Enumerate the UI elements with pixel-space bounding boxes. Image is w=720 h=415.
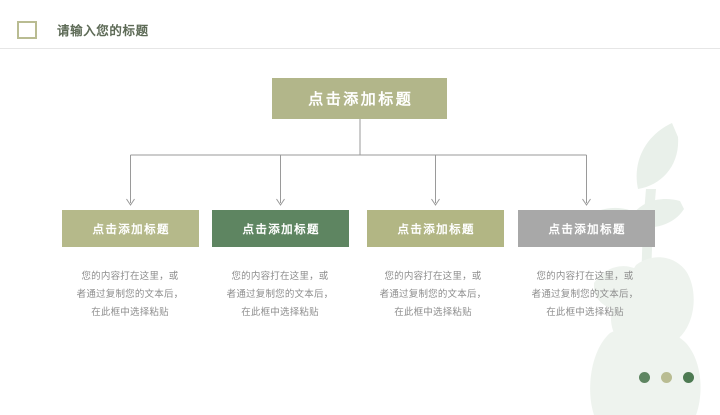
caption-line: 您的内容打在这里，或: [81, 271, 179, 282]
caption-line: 在此框中选择粘贴: [241, 307, 319, 318]
slide-header: 请输入您的标题: [17, 20, 149, 39]
child-node-1-caption[interactable]: 您的内容打在这里，或 者通过复制您的文本后， 在此框中选择粘贴: [55, 268, 205, 322]
caption-line: 在此框中选择粘贴: [546, 307, 624, 318]
child-node-3-caption[interactable]: 您的内容打在这里，或 者通过复制您的文本后， 在此框中选择粘贴: [358, 268, 508, 322]
progress-dot-3[interactable]: [683, 372, 694, 383]
child-node-4[interactable]: 点击添加标题: [518, 210, 655, 247]
child-node-3[interactable]: 点击添加标题: [367, 210, 504, 247]
header-divider: [0, 48, 720, 49]
slide-progress-dots: [639, 372, 694, 383]
caption-line: 者通过复制您的文本后，: [226, 289, 334, 300]
caption-line: 您的内容打在这里，或: [384, 271, 482, 282]
child-node-2[interactable]: 点击添加标题: [212, 210, 349, 247]
child-node-1[interactable]: 点击添加标题: [62, 210, 199, 247]
child-node-3-label: 点击添加标题: [397, 223, 475, 236]
child-node-4-caption[interactable]: 您的内容打在这里，或 者通过复制您的文本后， 在此框中选择粘贴: [510, 268, 660, 322]
progress-dot-2[interactable]: [661, 372, 672, 383]
caption-line: 者通过复制您的文本后，: [379, 289, 487, 300]
child-node-2-label: 点击添加标题: [242, 223, 320, 236]
caption-line: 者通过复制您的文本后，: [76, 289, 184, 300]
caption-line: 您的内容打在这里，或: [536, 271, 634, 282]
root-node[interactable]: 点击添加标题: [272, 78, 447, 119]
child-node-4-label: 点击添加标题: [548, 223, 626, 236]
caption-line: 在此框中选择粘贴: [91, 307, 169, 318]
caption-line: 者通过复制您的文本后，: [531, 289, 639, 300]
child-node-2-caption[interactable]: 您的内容打在这里，或 者通过复制您的文本后， 在此框中选择粘贴: [205, 268, 355, 322]
root-node-label: 点击添加标题: [308, 91, 414, 108]
square-outline-icon: [17, 20, 37, 39]
caption-line: 您的内容打在这里，或: [231, 271, 329, 282]
child-node-1-label: 点击添加标题: [92, 223, 170, 236]
caption-line: 在此框中选择粘贴: [394, 307, 472, 318]
page-title: 请输入您的标题: [57, 24, 149, 38]
progress-dot-1[interactable]: [639, 372, 650, 383]
org-chart: 点击添加标题 点击添加标题 点击添加标题 点击添加标题 点击添加标题 您的内容打…: [55, 78, 660, 322]
